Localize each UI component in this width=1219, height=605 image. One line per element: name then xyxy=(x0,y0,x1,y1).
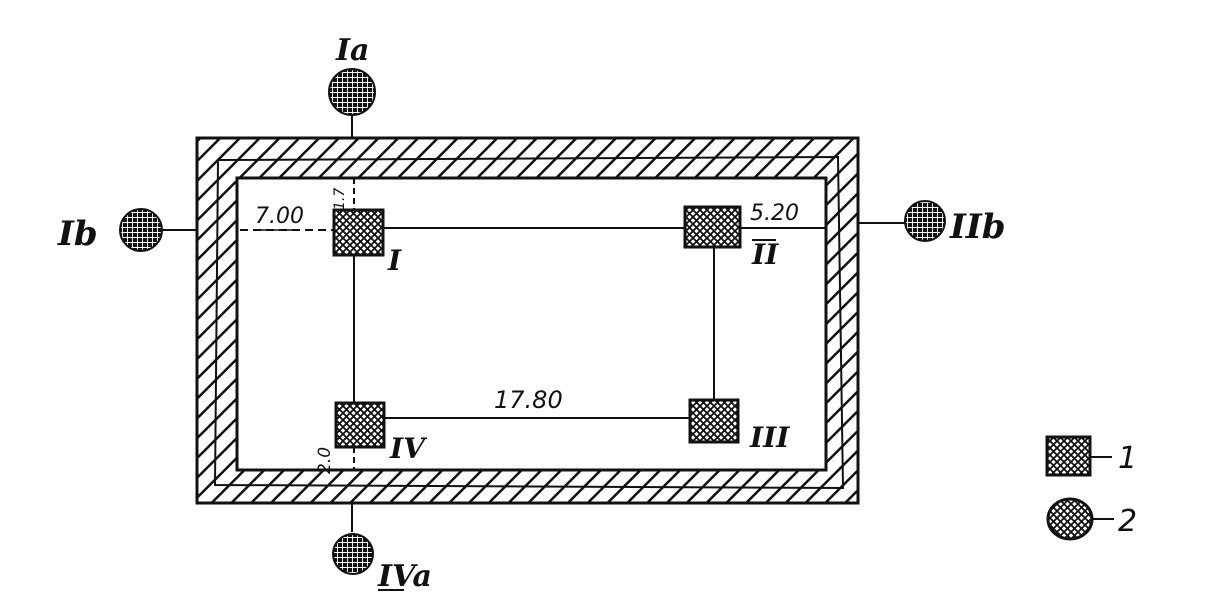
label-well-iva: IVa xyxy=(377,559,432,594)
pillar-ii xyxy=(683,205,742,249)
label-well-ib: Ib xyxy=(57,214,98,254)
pillar-iii xyxy=(688,398,740,444)
well-ia xyxy=(328,68,376,116)
label-pillar-iv: IV xyxy=(389,432,428,465)
dimension-bottom-offset: 2.0 xyxy=(315,447,335,474)
dimension-right-offset: 5.20 xyxy=(750,201,799,226)
label-pillar-i: I xyxy=(387,244,402,277)
label-pillar-ii: II xyxy=(751,238,779,271)
legend-item-1: 1 xyxy=(1118,441,1137,476)
legend-pillar-symbol xyxy=(1045,435,1092,477)
well-iva xyxy=(332,533,374,575)
label-pillar-iii: III xyxy=(749,421,790,454)
legend: 1 2 xyxy=(1045,435,1137,541)
dimension-top-offset: 1.7 xyxy=(332,188,348,210)
legend-item-2: 2 xyxy=(1118,504,1137,539)
well-iib xyxy=(904,200,946,242)
label-well-iib: IIb xyxy=(949,207,1006,247)
wells xyxy=(119,68,946,575)
dimension-left-offset: 7.00 xyxy=(255,204,304,229)
pillar-i xyxy=(332,208,385,257)
label-well-ia: Ia xyxy=(335,33,369,68)
pillar-connections xyxy=(353,227,715,419)
legend-well-symbol xyxy=(1046,497,1094,541)
pillars xyxy=(332,205,742,449)
dimension-span: 17.80 xyxy=(494,386,563,414)
well-ib xyxy=(119,208,163,252)
pillar-iv xyxy=(334,401,386,449)
foundation-wall xyxy=(195,136,860,505)
